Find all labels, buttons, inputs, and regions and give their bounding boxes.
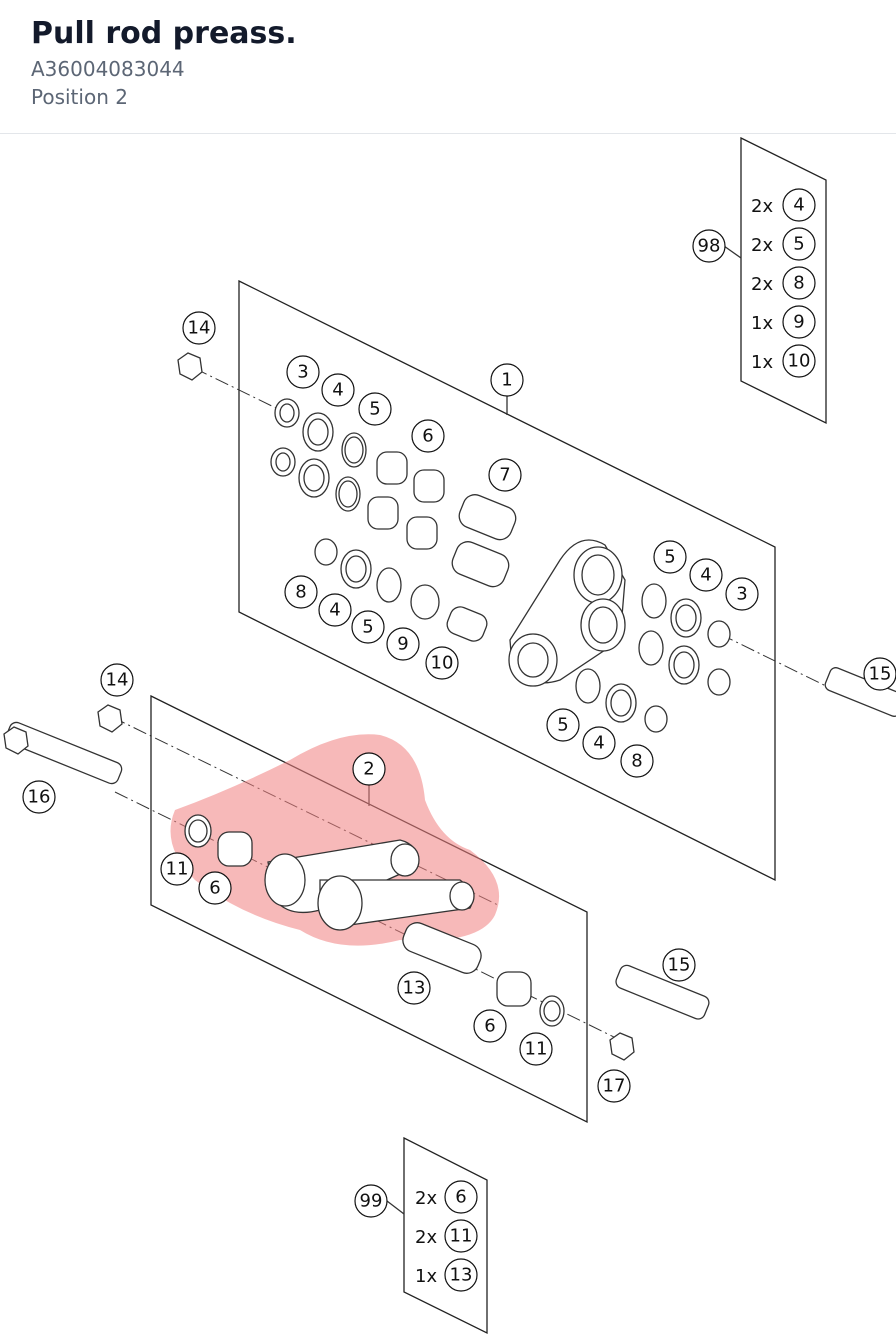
kit-98-row: 2x 4 <box>751 188 816 222</box>
svg-text:17: 17 <box>603 1076 626 1097</box>
callout-5[interactable]: 5 <box>653 540 687 574</box>
svg-text:1x: 1x <box>751 352 773 373</box>
svg-text:5: 5 <box>369 399 380 420</box>
svg-text:1x: 1x <box>415 1266 437 1287</box>
svg-text:4: 4 <box>329 600 340 621</box>
svg-text:6: 6 <box>209 878 220 899</box>
callout-17[interactable]: 17 <box>597 1069 631 1103</box>
svg-text:10: 10 <box>788 351 811 372</box>
kit-98[interactable]: 98 2x 4 2x 5 2x 8 1x 9 1x 10 <box>692 136 827 425</box>
callout-8[interactable]: 8 <box>284 575 318 609</box>
svg-text:2x: 2x <box>415 1227 437 1248</box>
svg-text:7: 7 <box>499 465 510 486</box>
svg-text:8: 8 <box>295 582 306 603</box>
page-title: Pull rod preass. <box>31 16 297 51</box>
svg-text:2x: 2x <box>415 1188 437 1209</box>
kit-98-row: 2x 5 <box>751 227 816 261</box>
svg-text:16: 16 <box>28 787 51 808</box>
callout-6[interactable]: 6 <box>411 419 445 453</box>
callout-98[interactable]: 98 <box>692 229 726 263</box>
callout-7[interactable]: 7 <box>488 458 522 492</box>
kit-99-row: 2x 11 <box>415 1219 478 1253</box>
assembly-frame-1 <box>238 279 776 882</box>
svg-text:10: 10 <box>431 653 454 674</box>
kit-99[interactable]: 99 2x 6 2x 11 1x 13 <box>354 1136 488 1335</box>
callout-4[interactable]: 4 <box>689 558 723 592</box>
svg-text:14: 14 <box>188 318 211 339</box>
svg-text:2x: 2x <box>751 196 773 217</box>
svg-text:4: 4 <box>332 380 343 401</box>
rocker-lever <box>508 539 626 687</box>
callout-15[interactable]: 15 <box>662 948 696 982</box>
svg-text:5: 5 <box>664 547 675 568</box>
kit-98-row: 1x 9 <box>751 305 816 339</box>
callout-99[interactable]: 99 <box>354 1184 388 1218</box>
svg-text:1x: 1x <box>751 313 773 334</box>
svg-text:14: 14 <box>106 670 129 691</box>
callout-10[interactable]: 10 <box>425 646 459 680</box>
svg-text:11: 11 <box>166 859 189 880</box>
callout-15[interactable]: 15 <box>863 657 896 691</box>
callout-8[interactable]: 8 <box>620 744 654 778</box>
position-label: Position 2 <box>31 85 128 109</box>
svg-text:6: 6 <box>422 426 433 447</box>
callout-4[interactable]: 4 <box>582 726 616 760</box>
callout-11[interactable]: 11 <box>519 1032 553 1066</box>
pull-rod-parts <box>3 721 710 1061</box>
svg-text:4: 4 <box>793 195 804 216</box>
kit-98-row: 2x 8 <box>751 266 816 300</box>
svg-text:2x: 2x <box>751 235 773 256</box>
svg-text:5: 5 <box>362 617 373 638</box>
svg-text:1: 1 <box>501 370 512 391</box>
svg-text:3: 3 <box>736 584 747 605</box>
callout-3[interactable]: 3 <box>725 577 759 611</box>
svg-text:9: 9 <box>793 312 804 333</box>
svg-text:6: 6 <box>484 1016 495 1037</box>
svg-text:99: 99 <box>360 1191 383 1212</box>
svg-text:15: 15 <box>869 664 892 685</box>
svg-text:98: 98 <box>698 236 721 257</box>
callout-5[interactable]: 5 <box>358 392 392 426</box>
svg-text:15: 15 <box>668 955 691 976</box>
kit-99-row: 1x 13 <box>415 1258 478 1292</box>
upper-bushings <box>270 398 517 642</box>
callout-14[interactable]: 14 <box>182 311 216 345</box>
svg-text:4: 4 <box>700 565 711 586</box>
callout-16[interactable]: 16 <box>22 780 56 814</box>
part-number: A36004083044 <box>31 57 185 81</box>
callout-11[interactable]: 11 <box>160 852 194 886</box>
callout-6[interactable]: 6 <box>473 1009 507 1043</box>
kit-99-row: 2x 6 <box>415 1180 478 1214</box>
callout-14[interactable]: 14 <box>100 663 134 697</box>
svg-text:5: 5 <box>793 234 804 255</box>
svg-text:13: 13 <box>450 1265 473 1286</box>
kit-98-row: 1x 10 <box>751 344 816 378</box>
page-header: Pull rod preass. A36004083044 Position 2 <box>0 0 896 134</box>
svg-text:11: 11 <box>450 1226 473 1247</box>
callout-5[interactable]: 5 <box>546 708 580 742</box>
svg-text:11: 11 <box>525 1039 548 1060</box>
callout-9[interactable]: 9 <box>386 627 420 661</box>
svg-text:9: 9 <box>397 634 408 655</box>
right-bushings <box>575 583 731 733</box>
callout-4[interactable]: 4 <box>318 593 352 627</box>
callout-1[interactable]: 1 <box>490 363 524 397</box>
svg-text:3: 3 <box>297 362 308 383</box>
svg-text:2x: 2x <box>751 274 773 295</box>
svg-text:5: 5 <box>557 715 568 736</box>
callout-6[interactable]: 6 <box>198 871 232 905</box>
exploded-parts-diagram: 98 2x 4 2x 5 2x 8 1x 9 1x 10 <box>3 136 896 1335</box>
callout-13[interactable]: 13 <box>397 971 431 1005</box>
svg-text:6: 6 <box>455 1187 466 1208</box>
callout-2[interactable]: 2 <box>352 752 386 786</box>
svg-text:8: 8 <box>631 751 642 772</box>
callout-3[interactable]: 3 <box>286 355 320 389</box>
svg-text:8: 8 <box>793 273 804 294</box>
svg-text:2: 2 <box>363 759 374 780</box>
svg-text:4: 4 <box>593 733 604 754</box>
svg-text:13: 13 <box>403 978 426 999</box>
callout-5[interactable]: 5 <box>351 610 385 644</box>
callout-4[interactable]: 4 <box>321 373 355 407</box>
